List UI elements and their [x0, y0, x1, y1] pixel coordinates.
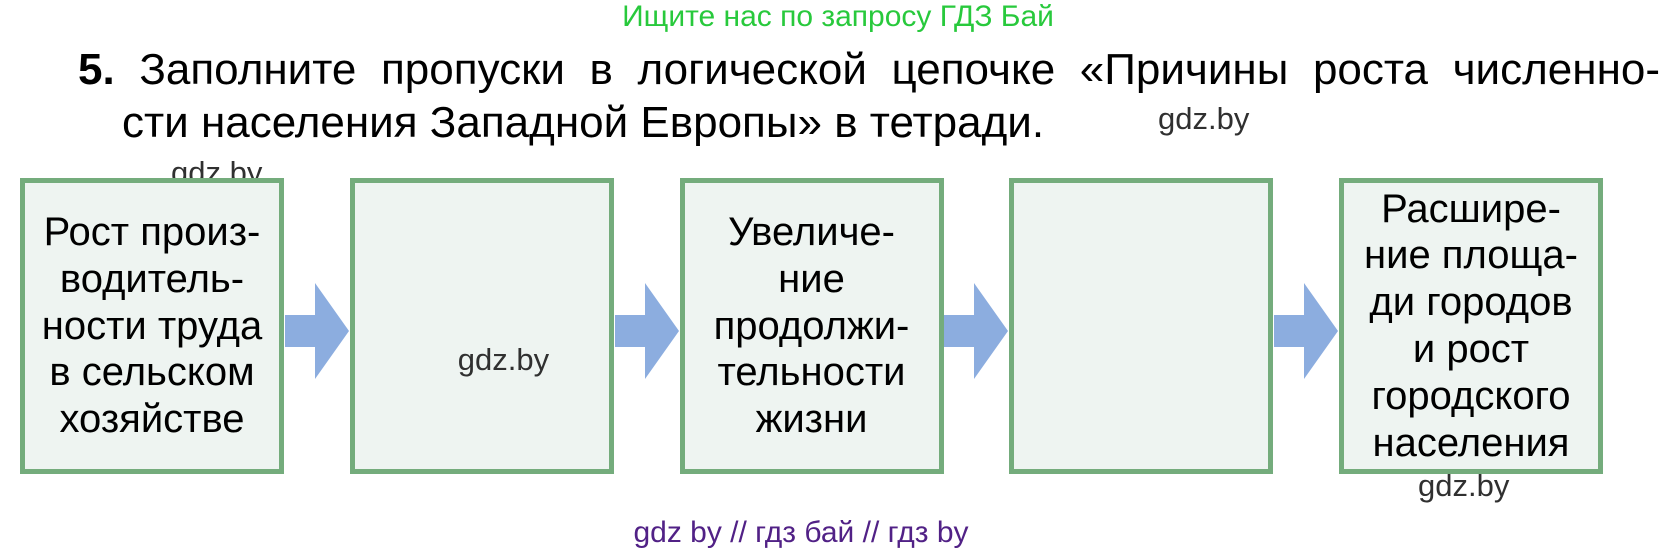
chain-box-3: Увеличе- ние продолжи- тельности жизни — [679, 178, 944, 474]
chain-box-1-text: Рост произ- водитель- ности труда в сель… — [41, 210, 263, 442]
chain-box-5: Расшире- ние площа- ди городов и рост го… — [1339, 178, 1603, 474]
arrow-gap — [1273, 178, 1339, 474]
arrow-gap — [614, 178, 680, 474]
arrow-right-icon — [1274, 283, 1339, 379]
arrow-right-icon — [944, 283, 1009, 379]
arrow-gap — [944, 178, 1010, 474]
gdz-watermark: gdz.by — [1158, 101, 1250, 136]
chain-box-4 — [1009, 178, 1274, 474]
chain-box-2: gdz.by — [349, 178, 614, 474]
task-number: 5. — [78, 45, 115, 94]
arrow-gap — [284, 178, 350, 474]
task-text-line-2: сти населения Западной Европы» в тетради… — [122, 98, 1045, 147]
arrow-right-icon — [284, 283, 349, 379]
task-text-line-1: 5. Заполните пропуски в логической цепоч… — [78, 44, 1660, 97]
chain-box-3-text: Увеличе- ние продолжи- тельности жизни — [713, 210, 910, 442]
gdz-watermark: gdz.by — [457, 342, 550, 377]
footer-keywords: gdz by // гдз бай // гдз by — [633, 516, 969, 549]
chain-box-5-text: Расшире- ние площа- ди городов и рост го… — [1364, 186, 1578, 465]
promo-banner: Ищите нас по запросу ГДЗ Бай — [622, 0, 1054, 33]
arrow-right-icon — [614, 283, 679, 379]
chain-box-1: Рост произ- водитель- ности труда в сель… — [20, 178, 284, 474]
logic-chain-diagram: Рост произ- водитель- ности труда в сель… — [20, 178, 1603, 474]
task-line-1-text: Заполните пропуски в логической цепочке … — [139, 45, 1660, 94]
gdz-watermark: gdz.by — [1418, 468, 1510, 503]
